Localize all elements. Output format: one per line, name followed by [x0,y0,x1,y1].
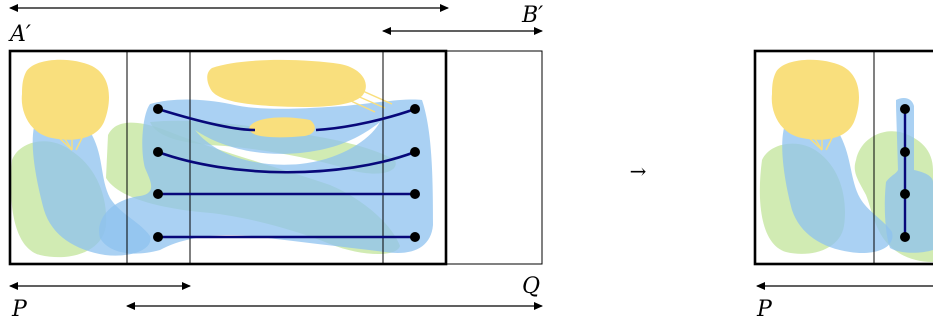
right-panel-blobs [760,60,933,262]
endpoint-dot [410,189,420,199]
left-panel-blobs [11,60,433,257]
endpoint-dot [153,189,163,199]
endpoint-dot [153,232,163,242]
label-p-right: P [756,297,773,322]
yellow-region [772,60,859,140]
endpoint-dot [900,232,910,242]
label-q: Q [522,274,540,299]
endpoint-dot [153,104,163,114]
transition-arrow: → [630,159,647,183]
endpoint-dot [410,147,420,157]
label-p: P [11,297,28,322]
label-a-prime: A′ [8,22,31,47]
q-extension-frame [446,51,542,264]
endpoint-dot [900,104,910,114]
yellow-region [22,60,109,140]
endpoint-dot [410,104,420,114]
yellow-region [207,60,366,107]
label-b-prime: B′ [521,3,543,28]
endpoint-dot [410,232,420,242]
endpoint-dot [900,189,910,199]
endpoint-dot [153,147,163,157]
endpoint-dot [900,147,910,157]
